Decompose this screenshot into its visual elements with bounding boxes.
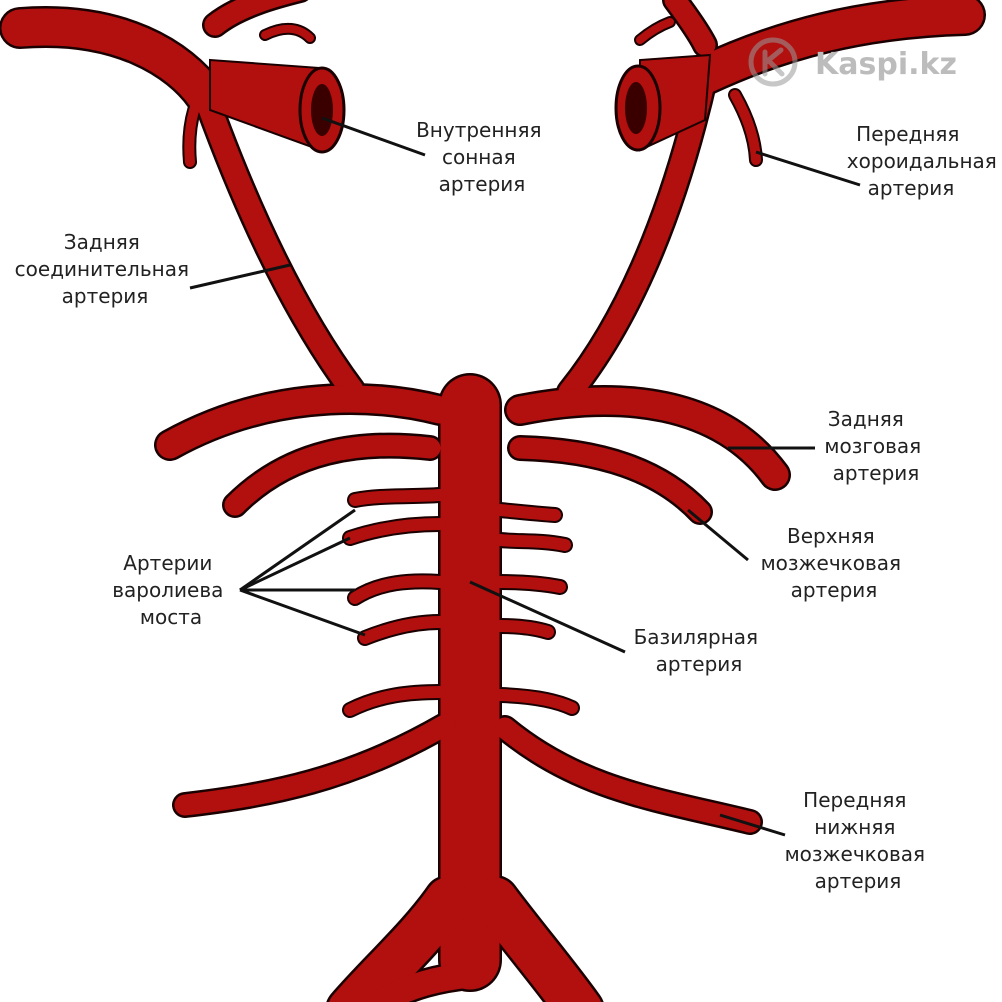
label-anterior-choroidal: Передняя хороидальная артерия — [847, 122, 1002, 200]
watermark: Kaspi.kz — [748, 37, 957, 87]
leader-lines — [189, 116, 861, 837]
label-posterior-cerebral: Задняя мозговая артерия — [824, 407, 927, 485]
label-pontine-arteries: Артерии варолиева моста — [112, 551, 229, 629]
label-internal-carotid: Внутренняя сонная артерия — [416, 118, 548, 196]
carotid-cut-left — [209, 58, 346, 154]
kaspi-logo-icon — [748, 37, 798, 87]
label-basilar: Базилярная артерия — [634, 625, 765, 676]
carotid-cut-right — [614, 53, 712, 152]
label-anterior-inferior-cerebellar: Передняя нижняя мозжечковая артерия — [785, 788, 932, 893]
watermark-text: Kaspi.kz — [815, 47, 957, 82]
label-superior-cerebellar: Верхняя мозжечковая артерия — [761, 524, 908, 602]
label-posterior-communicating: Задняя соединительная артерия — [15, 230, 196, 308]
